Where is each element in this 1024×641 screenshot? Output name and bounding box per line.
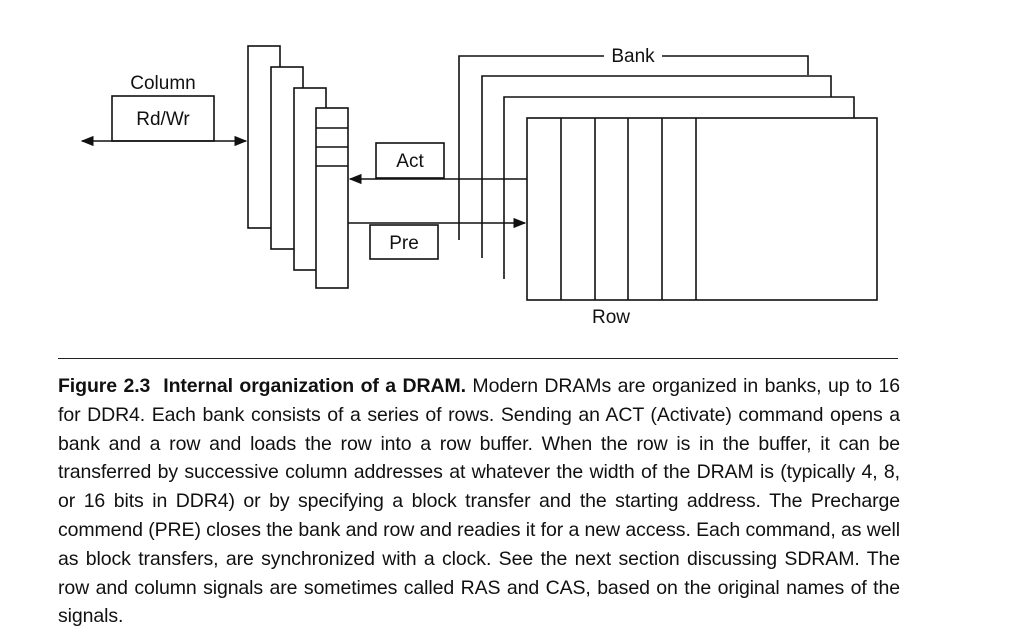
act-box [375, 142, 445, 179]
act-label: Act [396, 151, 424, 172]
caption-label: Figure 2.3 [58, 375, 151, 397]
caption-title: Internal organization of a DRAM. [163, 375, 466, 397]
column-decoder-stack [247, 45, 349, 289]
bank-stack [458, 55, 878, 301]
row-label: Row [592, 307, 630, 328]
caption-divider [58, 358, 898, 359]
pre-label: Pre [389, 233, 419, 254]
column-label: Column [130, 73, 195, 94]
dram-organization-diagram: Column Rd/Wr Bank Row Act Pre [80, 44, 878, 328]
rd-wr-label: Rd/Wr [136, 109, 190, 130]
bank-label: Bank [611, 46, 655, 67]
figure-caption: Figure 2.3 Internal organization of a DR… [58, 372, 900, 631]
caption-body: Modern DRAMs are organized in banks, up … [58, 375, 900, 628]
pre-box [369, 224, 439, 260]
